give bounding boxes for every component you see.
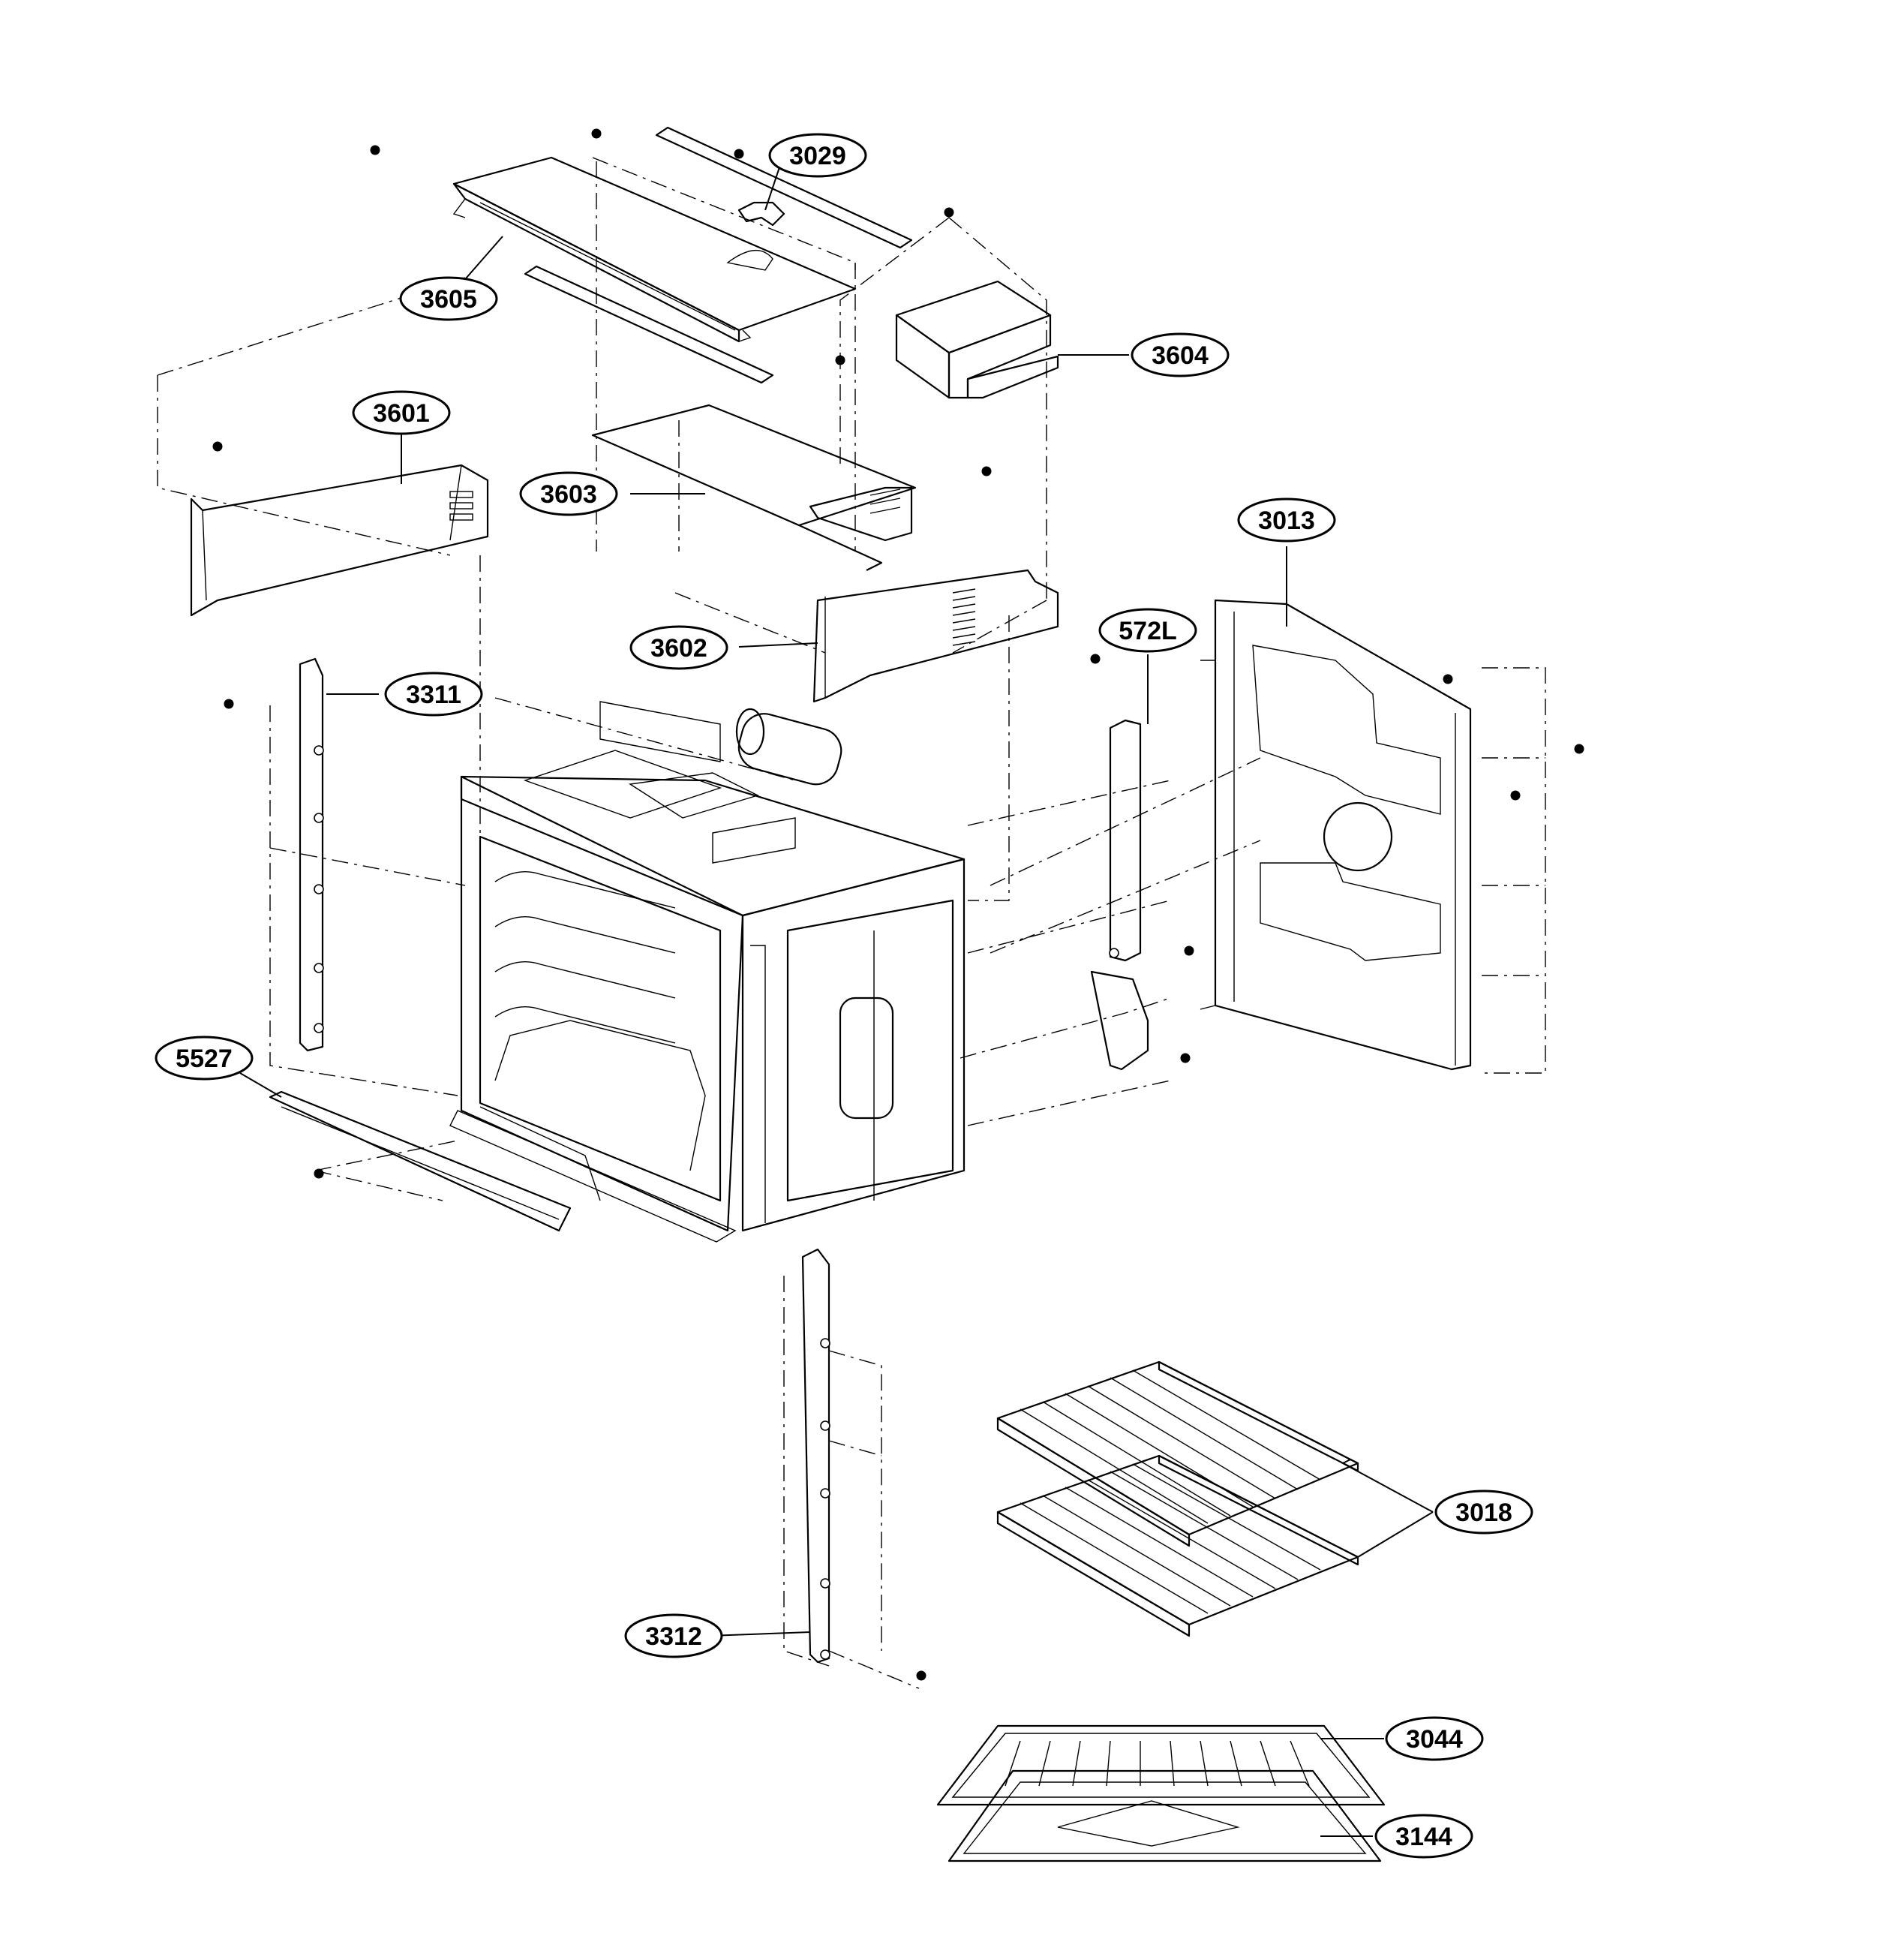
bracket-3029 [737,201,785,227]
callout-3029-label: 3029 [789,142,846,170]
callout-5527-label: 5527 [176,1045,233,1073]
panel-3601 [190,464,489,617]
callout-3013: 3013 [1237,498,1336,543]
callout-3605: 3605 [399,276,498,321]
top-rails [524,126,913,384]
callout-3603: 3603 [519,471,618,516]
broiler-pan-3144 [948,1769,1382,1862]
insulation-shield-3603 [591,404,917,571]
racks-3018 [996,1360,1359,1637]
callout-572L-label: 572L [1119,617,1177,645]
panel-3602 [812,569,1059,703]
top-cover-3605 [452,156,857,343]
callout-3312: 3312 [624,1613,723,1658]
trim-5527 [269,1090,572,1232]
bracket-572l [1090,719,1149,1071]
screws [212,128,1584,1681]
callout-3602-label: 3602 [650,634,707,663]
callout-572L: 572L [1098,608,1197,653]
callout-3604: 3604 [1131,332,1230,377]
callout-3602: 3602 [629,625,728,670]
callout-3018: 3018 [1434,1490,1533,1535]
broiler-pan-3044 [936,1724,1386,1806]
rail-3312 [801,1248,830,1664]
oven-cavity [449,701,966,1243]
callout-3018-label: 3018 [1455,1499,1512,1527]
callout-3601-label: 3601 [373,399,430,428]
back-panel-3013 [1200,599,1472,1071]
callout-3603-label: 3603 [540,480,597,509]
callout-3605-label: 3605 [420,285,477,314]
assembly-guide-lines [157,157,1546,1689]
callout-3601: 3601 [352,390,451,435]
callout-3044: 3044 [1385,1716,1484,1761]
callout-3044-label: 3044 [1406,1725,1463,1754]
callout-3144: 3144 [1374,1814,1473,1859]
callout-3144-label: 3144 [1395,1823,1452,1851]
callout-3029: 3029 [768,133,867,178]
callout-3311-label: 3311 [406,681,461,709]
callout-5527: 5527 [155,1036,254,1081]
callout-3604-label: 3604 [1152,341,1209,370]
callout-3013-label: 3013 [1258,507,1315,535]
callout-3311: 3311 [384,672,483,717]
duct-box-3604 [895,280,1059,399]
leader-lines [239,164,1434,1837]
rail-3311 [299,657,324,1052]
callout-3312-label: 3312 [645,1622,702,1651]
